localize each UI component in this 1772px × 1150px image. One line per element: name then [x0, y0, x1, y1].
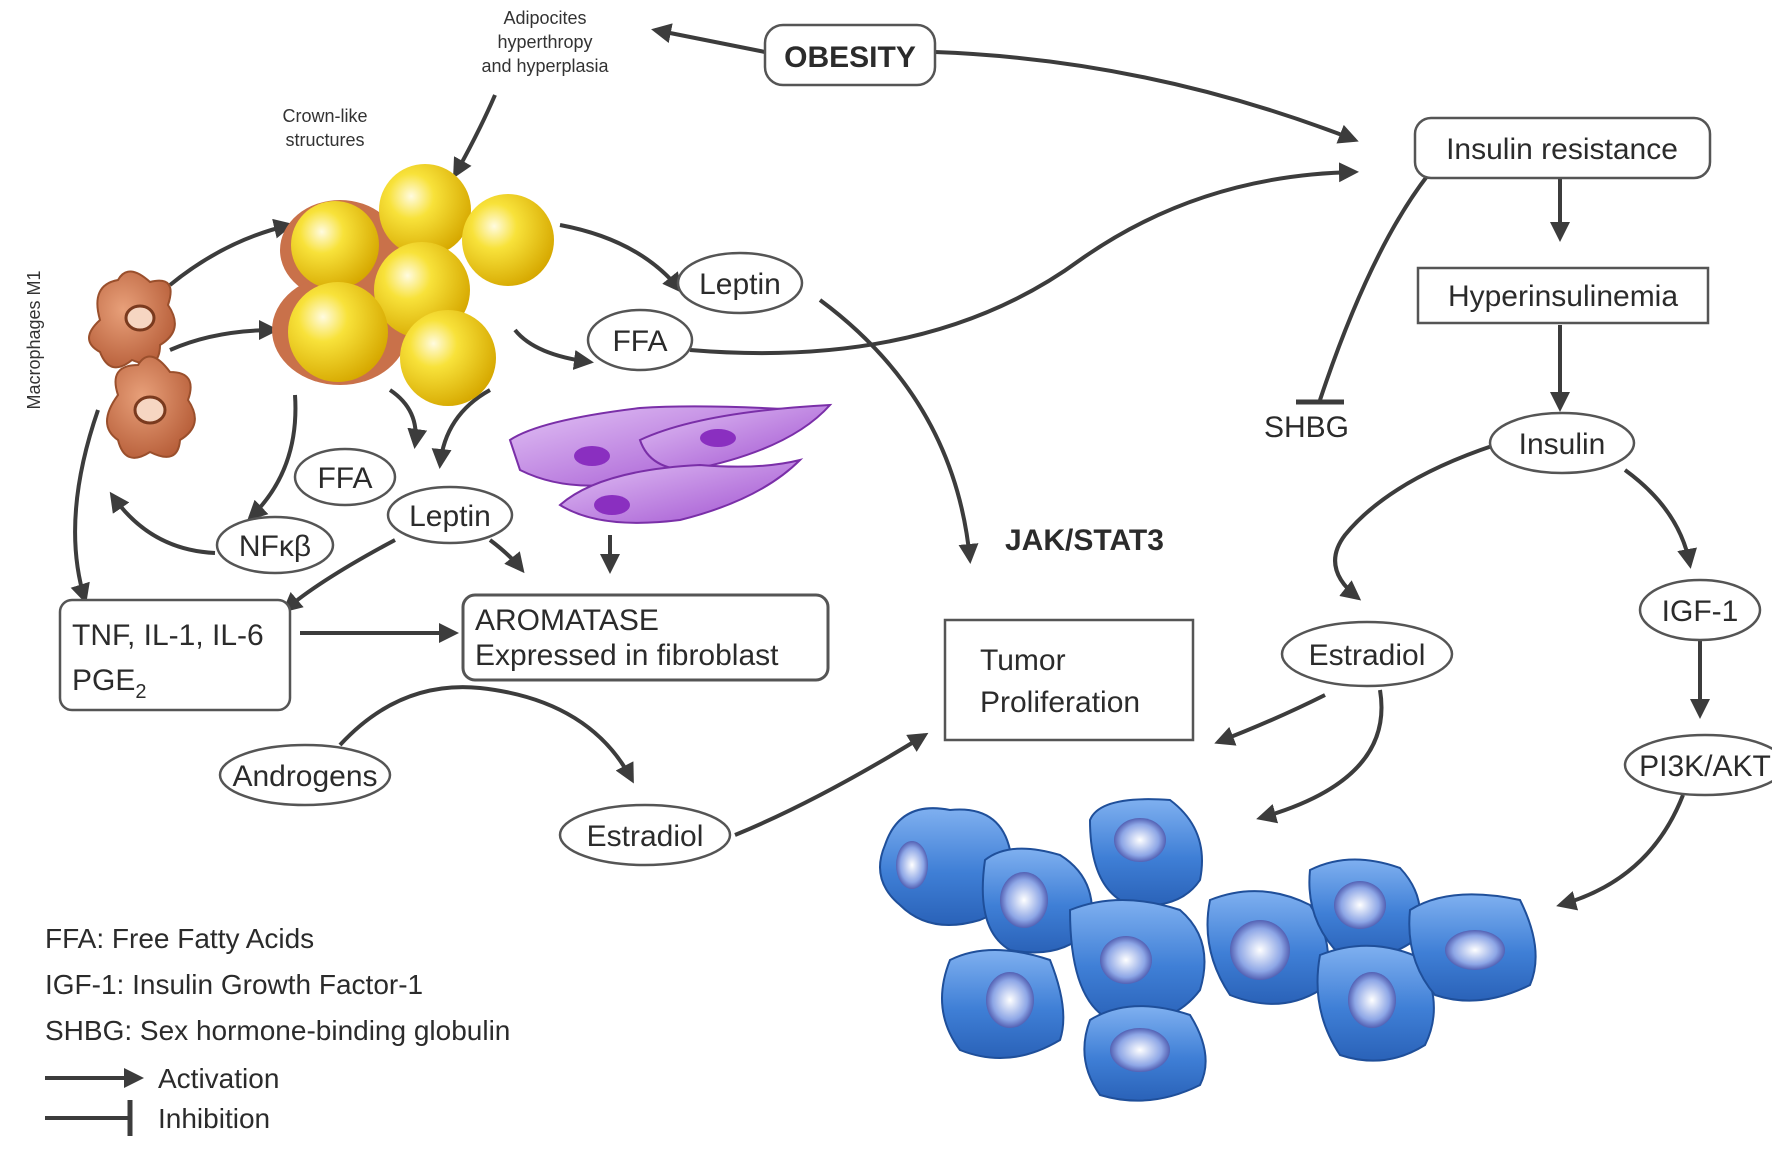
edge-adipocyte-ffa: [513, 328, 594, 370]
edge-macro-cytokines: [70, 409, 100, 604]
edge-obesity-adipocites: [651, 23, 781, 57]
adipocites-line3: and hyperplasia: [481, 56, 609, 76]
adipocites-line2: hyperthropy: [497, 32, 592, 52]
cytokines-box: [58, 598, 292, 712]
edge-pi3k-tumorcells: [1556, 794, 1685, 911]
edge-obesity-insulin-resistance: [934, 50, 1359, 144]
igf1-label: IGF-1: [1662, 595, 1739, 628]
edge-estradiol-tumor-right: [1214, 693, 1326, 746]
leptin-mid-box: [386, 485, 514, 545]
adipocyte: [462, 194, 554, 286]
adipocyte: [288, 282, 388, 382]
tumor-box: [943, 618, 1195, 742]
edges: [70, 23, 1710, 911]
edge-ir-shbg-inhibition: [1318, 173, 1430, 401]
cytokines-line2: PGE2: [72, 664, 146, 703]
edge-macro-adipocyte-2: [169, 320, 279, 352]
igf1-box: [1638, 578, 1762, 642]
nodes: OBESITY Adipocites hyperthropy and hyper…: [24, 8, 1772, 867]
edge-ffa-insulin-resistance: [689, 162, 1359, 356]
hyperinsulinemia-box: [1416, 266, 1710, 325]
legend-inhibition: Inhibition: [158, 1103, 270, 1134]
androgens-box: [218, 743, 392, 807]
fibroblasts: [508, 403, 833, 524]
nfkb-label: NFκβ: [239, 530, 311, 563]
insulin-resistance-box: [1413, 116, 1712, 180]
legend-ffa: FFA: Free Fatty Acids: [45, 923, 314, 954]
estradiol-left-label: Estradiol: [587, 820, 704, 853]
macrophage-nucleus: [133, 395, 167, 425]
estradiol-right-label: Estradiol: [1309, 639, 1426, 672]
insulin-box: [1488, 411, 1636, 475]
legend-activation: Activation: [158, 1063, 279, 1094]
pi3k-box: [1623, 733, 1772, 797]
edge-macro-adipocyte-1: [168, 218, 294, 287]
edge-estradiol-tumorcells: [1256, 689, 1384, 824]
obesity-box: [763, 23, 937, 87]
crown-like-line1: Crown-like: [282, 106, 367, 126]
estradiol-right-box: [1280, 620, 1454, 688]
adipocytes: [272, 164, 554, 406]
edge-adipocyte-leptin-mid: [431, 388, 491, 469]
fibroblast-nucleus: [574, 446, 610, 466]
insulin-label: Insulin: [1519, 428, 1606, 461]
edge-leptin-tumor: [818, 298, 979, 564]
ffa-mid-label: FFA: [317, 462, 372, 495]
edge-adipocites-crown: [453, 94, 497, 179]
edge-macro-nfkb: [247, 394, 298, 521]
macrophages: [88, 270, 196, 459]
ffa-top-label: FFA: [612, 325, 667, 358]
adipocyte: [379, 164, 471, 256]
edge-adipocyte-ffa-mid: [388, 388, 428, 449]
shbg-label: SHBG: [1264, 411, 1349, 444]
fibroblast-nucleus: [700, 429, 736, 447]
edge-insulin-igf1: [1623, 468, 1697, 569]
edge-estradiol-tumor: [734, 732, 929, 837]
legend: FFA: Free Fatty Acids IGF-1: Insulin Gro…: [45, 923, 510, 1136]
leptin-top-box: [676, 251, 804, 315]
edge-leptin-aromatase: [488, 538, 525, 574]
jak-stat-label: JAK/STAT3: [1005, 524, 1164, 557]
androgens-label: Androgens: [232, 760, 377, 793]
cytokines-line1: TNF, IL-1, IL-6: [72, 619, 264, 652]
legend-shbg: SHBG: Sex hormone-binding globulin: [45, 1015, 510, 1046]
crown-like-line2: structures: [285, 130, 364, 150]
edge-leptin-cytokines: [281, 538, 396, 613]
estradiol-left-box: [558, 803, 732, 867]
insulin-resistance-label: Insulin resistance: [1446, 133, 1678, 166]
aromatase-line1: AROMATASE: [475, 604, 659, 637]
legend-igf: IGF-1: Insulin Growth Factor-1: [45, 969, 423, 1000]
tumor-cells: [879, 798, 1537, 1102]
tumor-line2: Proliferation: [980, 686, 1140, 719]
hyperinsulinemia-label: Hyperinsulinemia: [1448, 280, 1678, 313]
leptin-mid-label: Leptin: [409, 500, 491, 533]
aromatase-box: [461, 593, 830, 682]
ffa-top-box: [586, 308, 694, 372]
edge-androgens-estradiol: [338, 685, 634, 784]
adipocites-line1: Adipocites: [503, 8, 586, 28]
tumor-line1: Tumor: [980, 644, 1066, 677]
nfkb-box: [215, 515, 335, 575]
macrophage-nucleus: [124, 304, 156, 332]
edge-insulin-estradiol: [1333, 443, 1496, 601]
adipocyte: [400, 310, 496, 406]
pi3k-label: PI3K/AKT: [1639, 750, 1771, 783]
leptin-top-label: Leptin: [699, 268, 781, 301]
fibroblast-nucleus: [594, 495, 630, 515]
ffa-mid-box: [293, 447, 397, 507]
aromatase-line2: Expressed in fibroblast: [475, 639, 779, 672]
adipocyte: [291, 201, 379, 289]
macrophages-label: Macrophages M1: [24, 270, 44, 409]
obesity-label: OBESITY: [784, 41, 916, 74]
edge-adipocyte-leptin: [559, 223, 683, 294]
edge-nfkb-macro: [109, 491, 216, 555]
